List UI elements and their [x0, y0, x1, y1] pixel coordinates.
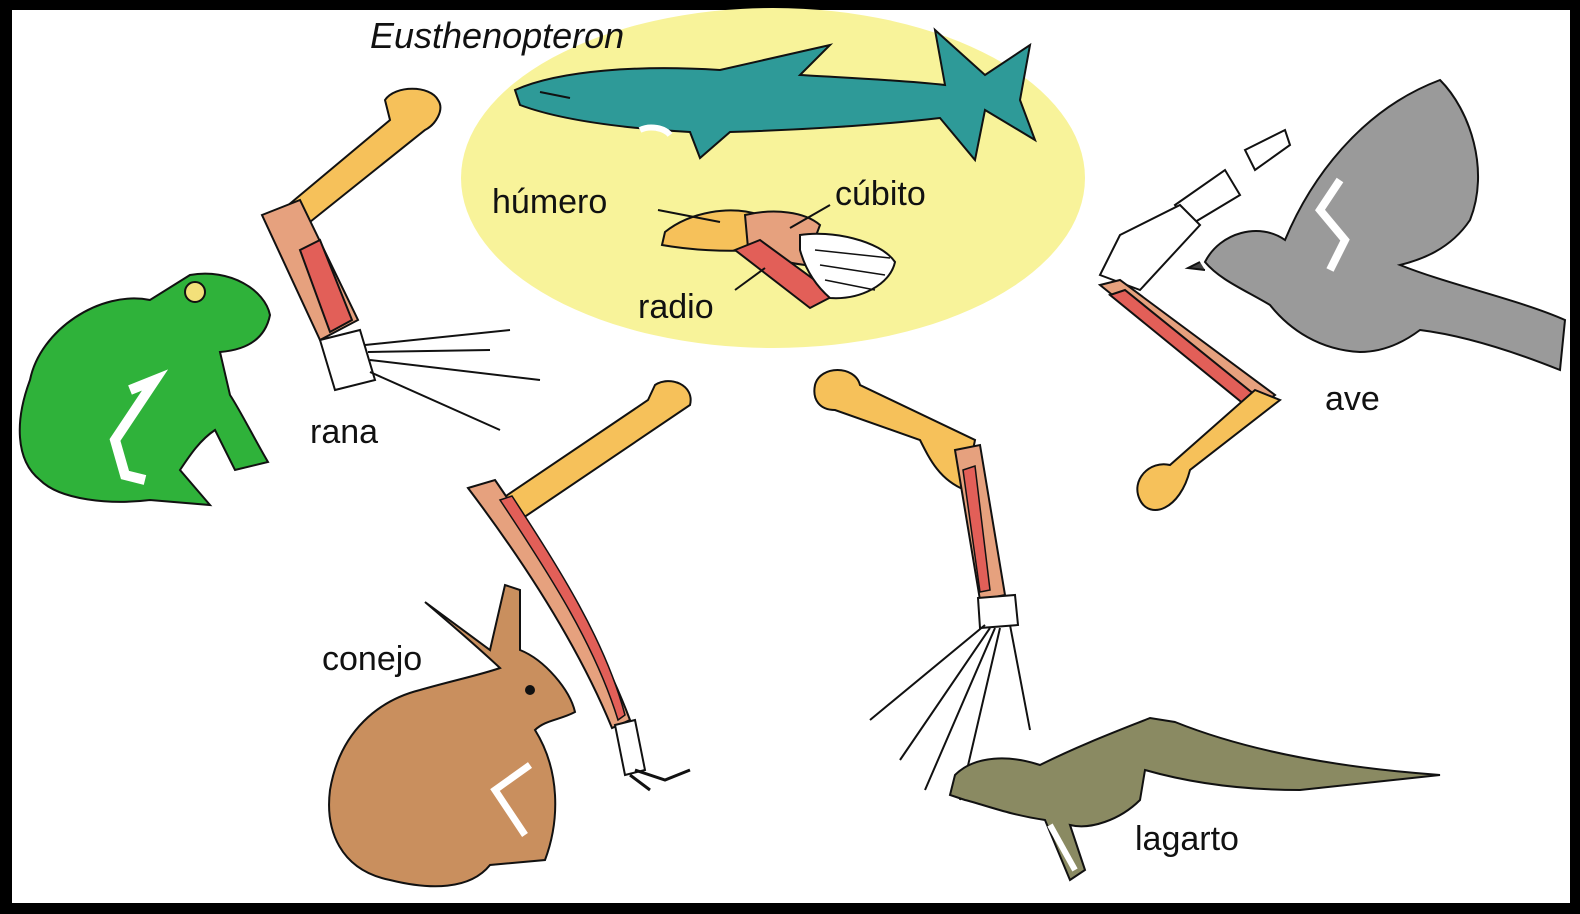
frog-label: rana [310, 413, 378, 451]
rabbit-label: conejo [322, 640, 422, 678]
bird-label: ave [1325, 380, 1380, 418]
humerus-label: húmero [492, 183, 607, 221]
lizard-label: lagarto [1135, 820, 1239, 858]
ulna-label: cúbito [835, 175, 926, 213]
radius-label: radio [638, 288, 714, 326]
fish-name-label: Eusthenopteron [370, 15, 624, 56]
